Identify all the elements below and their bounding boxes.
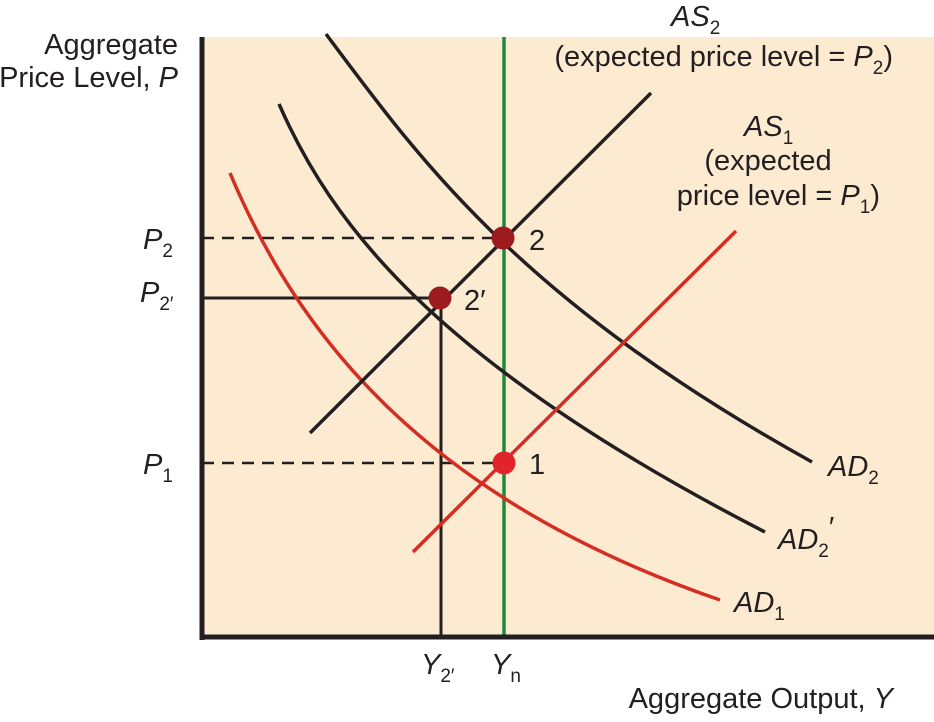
- yn-label: Yn: [491, 649, 521, 687]
- ad1-curve: [228, 172, 721, 602]
- as1-note-line1: (expected: [704, 145, 831, 177]
- equilibrium-point-2: [491, 226, 515, 250]
- p2-label: P2: [143, 224, 173, 262]
- as2-label: AS2: [669, 1, 720, 39]
- equilibrium-point-2-prime: [428, 286, 452, 310]
- ad2-label: AD2: [826, 451, 879, 489]
- p1-label: P1: [143, 449, 173, 487]
- equilibrium-point-1: [492, 451, 516, 475]
- y-axis-title-line2: Price Level, P: [0, 62, 179, 94]
- as1-note-line2: price level = P1): [677, 180, 880, 218]
- ad2-prime-label: AD2′: [776, 512, 834, 562]
- y-axis-title: Aggregate: [44, 29, 178, 61]
- ad1-label: AD1: [732, 587, 785, 625]
- as2-note: (expected price level = P2): [554, 41, 893, 79]
- point-2-prime-label: 2′: [464, 285, 486, 317]
- ad2-prime-curve: [277, 103, 766, 534]
- x-axis-title: Aggregate Output, Y: [629, 683, 896, 715]
- as1-curve: [411, 229, 738, 554]
- p2-prime-label: P2′: [140, 277, 174, 315]
- as2-curve: [308, 91, 653, 435]
- point-2-label: 2: [529, 225, 545, 257]
- as1-label: AS1: [742, 111, 793, 149]
- point-1-label: 1: [529, 449, 545, 481]
- y2-prime-label: Y2′: [421, 649, 455, 687]
- plot-background: [200, 37, 934, 638]
